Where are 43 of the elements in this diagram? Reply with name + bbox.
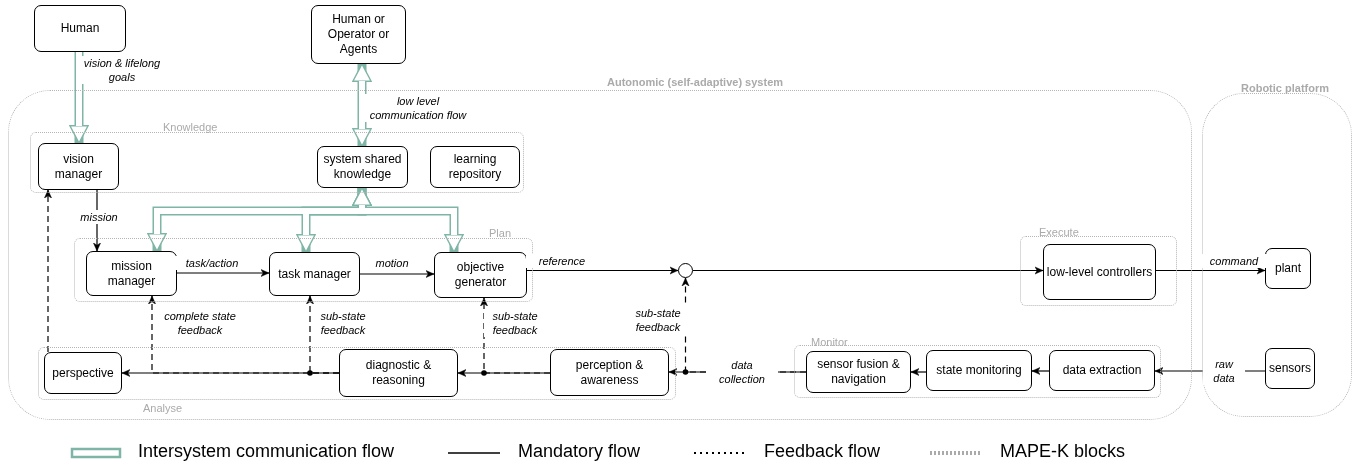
legend-label: Feedback flow (764, 441, 881, 462)
process-box: data extraction (1049, 350, 1155, 391)
process-box: sensor fusion & navigation (806, 351, 911, 393)
process-box: Human (34, 5, 126, 52)
process-box: sensors (1265, 348, 1315, 389)
summing-junction-circle (678, 263, 693, 278)
process-box: learning repository (430, 146, 520, 188)
process-box: mission manager (86, 251, 177, 296)
arrow (692, 266, 1044, 275)
group-label: Analyse (143, 402, 183, 414)
arrow (176, 269, 270, 277)
arrow (1155, 266, 1266, 275)
double-line-arrow (352, 63, 372, 147)
legend-label: Intersystem communication flow (138, 441, 395, 462)
group-label: Monitor (811, 336, 848, 348)
process-box: low-level controllers (1043, 244, 1156, 300)
dashed-arrow (480, 297, 551, 374)
process-box: state monitoring (926, 350, 1032, 391)
arrow (910, 368, 927, 376)
arrow (526, 266, 679, 275)
process-box: system shared knowledge (317, 146, 408, 188)
group-label: Execute (1039, 226, 1079, 238)
edge-label: data collection (706, 358, 778, 386)
edge-label: vision & lifelong goals (81, 56, 163, 84)
process-box: perspective (44, 352, 122, 394)
process-box: vision manager (38, 143, 119, 190)
process-box: objective generator (434, 252, 527, 298)
arrow (1031, 367, 1050, 375)
process-box: Human or Operator or Agents (311, 5, 406, 64)
group-label: Plan (489, 227, 512, 239)
double-line-arrow (352, 187, 464, 253)
legend-label: MAPE-K blocks (1000, 441, 1126, 462)
group-label: Knowledge (163, 121, 218, 133)
process-box: perception & awareness (550, 349, 669, 396)
group-label: Robotic platform (1241, 82, 1329, 94)
group-label: Autonomic (self-adaptive) system (607, 76, 784, 88)
dashed-arrow (306, 295, 340, 374)
legend-label: Mandatory flow (518, 441, 641, 462)
process-box: diagnostic & reasoning (339, 349, 458, 397)
arrow (359, 270, 435, 278)
process-box: plant (1265, 248, 1311, 289)
process-box: task manager (269, 252, 360, 296)
double-line-arrow (69, 52, 89, 144)
